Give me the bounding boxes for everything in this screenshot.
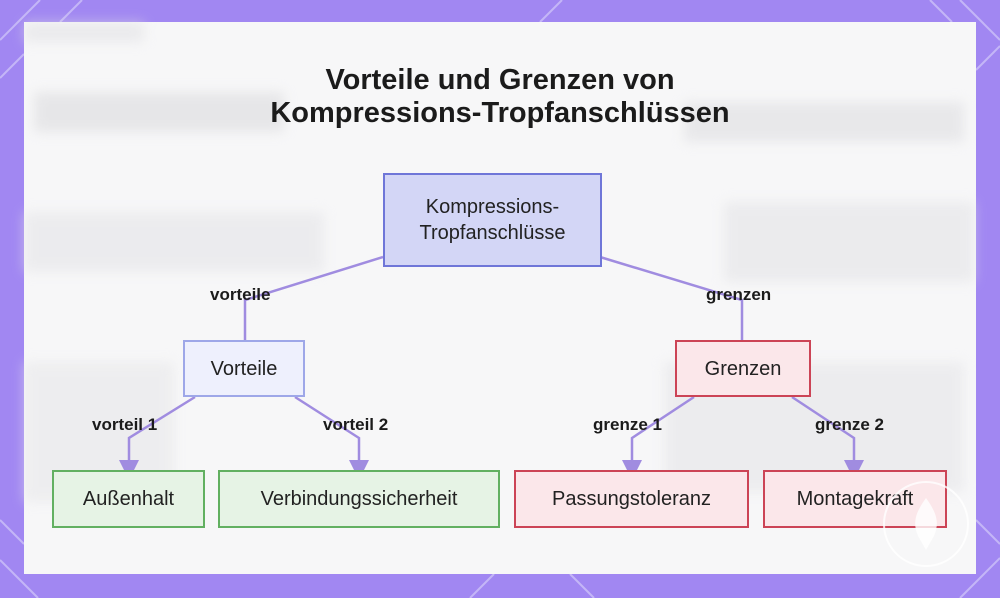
title-line-2: Kompressions-Tropfanschlüssen	[270, 97, 730, 129]
diagram-title: Vorteile und Grenzen von Kompressions-Tr…	[0, 64, 1000, 130]
background-blur	[24, 22, 974, 502]
edge-label-grenzen: grenzen	[706, 285, 772, 304]
edge-vorteile-verbindung	[294, 395, 369, 480]
node-verbindungssicherheit: Verbindungssicherheit	[218, 470, 500, 528]
node-passungstoleranz: Passungstoleranz	[514, 470, 749, 528]
edge-grenzen-montage	[791, 395, 864, 480]
node-grenzen: Grenzen	[675, 340, 811, 397]
edge-grenzen-passung	[622, 395, 695, 480]
watermark-icon	[883, 481, 969, 567]
edge-label-grenze-1: grenze 1	[593, 415, 662, 434]
node-root-line-1: Kompressions-	[425, 196, 560, 218]
node-vorteile: Vorteile	[183, 340, 305, 397]
node-root-line-2: Tropfanschlüsse	[419, 222, 566, 244]
edge-root-vorteile	[243, 255, 384, 341]
edge-label-vorteile: vorteile	[210, 285, 271, 304]
title-line-1: Vorteile und Grenzen von	[325, 64, 675, 96]
edge-label-grenze-2: grenze 2	[815, 415, 884, 434]
edge-label-vorteil-1: vorteil 1	[92, 415, 158, 434]
edge-root-grenzen	[599, 255, 744, 341]
node-root: Kompressions- Tropfanschlüsse	[383, 173, 602, 267]
node-aussenhalt: Außenhalt	[52, 470, 205, 528]
edge-label-vorteil-2: vorteil 2	[323, 415, 389, 434]
edge-vorteile-aussenhalt	[119, 395, 196, 480]
